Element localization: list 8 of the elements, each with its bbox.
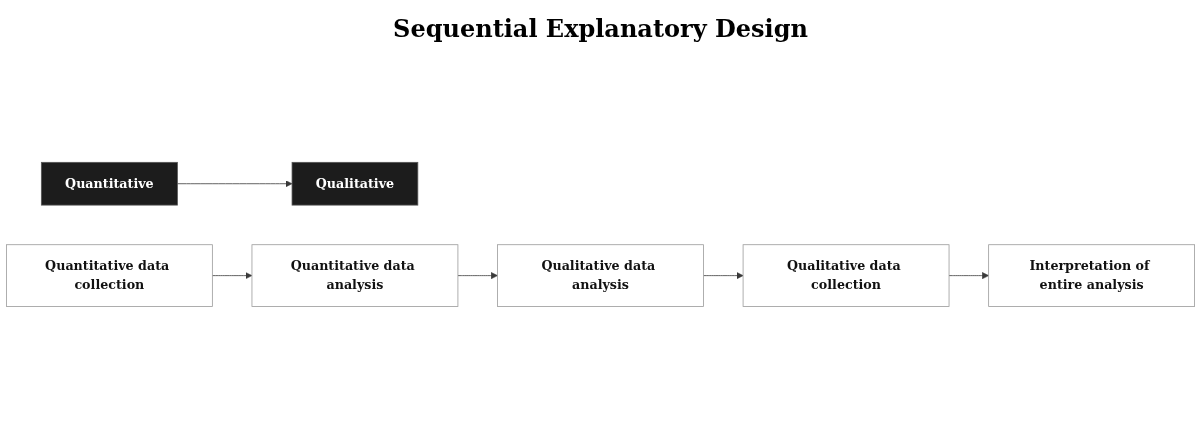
node-box: Qualitative data analysis	[497, 243, 704, 307]
node-box: Quantitative data collection	[6, 243, 213, 307]
node-box: Quantitative data analysis	[251, 243, 459, 307]
node-box: Quantitative	[40, 161, 178, 206]
node-box: Qualitative	[291, 161, 419, 206]
node-box: Qualitative data collection	[742, 243, 950, 307]
diagram-title: Sequential Explanatory Design	[392, 14, 809, 43]
node-box: Interpretation of entire analysis	[988, 243, 1195, 307]
